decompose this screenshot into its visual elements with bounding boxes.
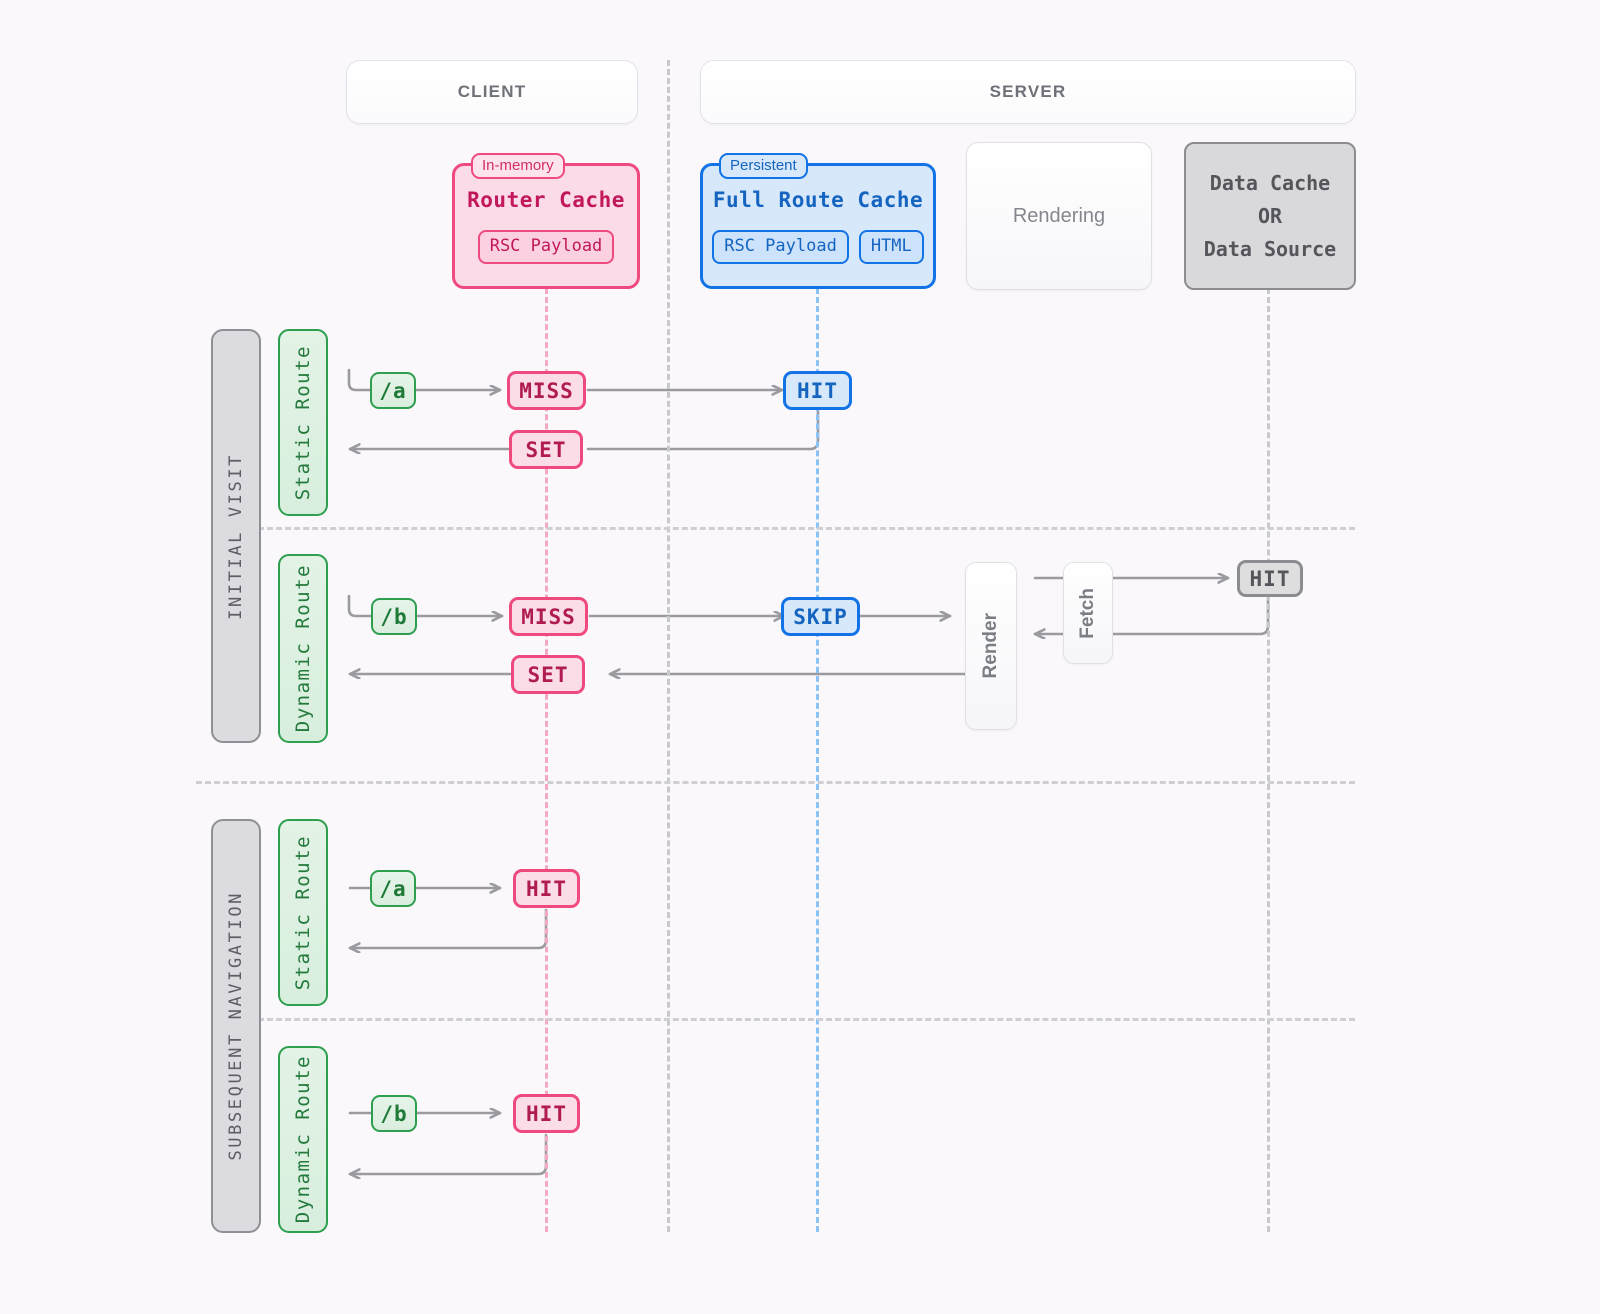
header-server: SERVER [700,60,1356,124]
lifeline-router-cache [545,288,548,1232]
route-chip-static-initial[interactable]: /a [370,372,416,409]
lifeline-data-source [1267,288,1270,1232]
row-separator-initial [240,527,1355,530]
lifeline-client-server-divider [667,60,670,1232]
entity-full-route-cache[interactable]: Persistent Full Route Cache RSC Payload … [700,153,936,289]
row-separator-subsequent [240,1018,1355,1021]
route-bar-dynamic-initial-label: Dynamic Route [292,564,314,733]
token-router-miss-row1-label: MISS [519,378,574,403]
token-router-hit-row4-label: HIT [526,1101,567,1126]
full-route-cache-badge: Persistent [719,153,808,179]
entity-rendering[interactable]: Rendering [966,142,1152,290]
router-cache-chip-rsc-payload: RSC Payload [477,230,615,264]
token-router-hit-row4[interactable]: HIT [513,1094,580,1133]
rendering-label: Rendering [1012,204,1106,227]
group-bar-subsequent-navigation-label: SUBSEQUENT NAVIGATION [226,891,246,1161]
route-bar-static-initial: Static Route [278,329,328,516]
full-route-cache-chip-html: HTML [858,230,924,264]
route-chip-static-initial-label: /a [379,378,407,403]
token-router-set-row1-label: SET [525,437,567,462]
token-router-hit-row3[interactable]: HIT [513,869,580,908]
token-full-route-hit-row1-label: HIT [797,378,838,403]
route-chip-static-subsequent[interactable]: /a [370,870,416,907]
token-router-miss-row2-label: MISS [521,604,576,629]
header-client: CLIENT [346,60,638,124]
group-bar-subsequent-navigation: SUBSEQUENT NAVIGATION [211,819,261,1233]
route-bar-static-subsequent-label: Static Route [292,834,314,991]
route-chip-dynamic-subsequent[interactable]: /b [371,1095,417,1132]
router-cache-badge: In-memory [471,153,565,179]
route-bar-dynamic-initial: Dynamic Route [278,554,328,743]
route-chip-dynamic-subsequent-label: /b [380,1101,408,1126]
route-chip-dynamic-initial[interactable]: /b [371,598,417,635]
route-bar-dynamic-subsequent: Dynamic Route [278,1046,328,1233]
token-router-set-row1[interactable]: SET [509,430,583,469]
stage-render: Render [965,562,1017,730]
full-route-cache-chip-rsc-payload: RSC Payload [712,230,849,264]
group-separator [196,781,1355,784]
token-full-route-skip-row2[interactable]: SKIP [781,597,860,636]
token-router-hit-row3-label: HIT [526,876,567,901]
token-full-route-hit-row1[interactable]: HIT [783,371,852,410]
route-bar-static-initial-label: Static Route [292,344,314,501]
group-bar-initial-visit-label: INITIAL VISIT [226,452,246,620]
router-cache-title: Router Cache [467,188,625,213]
header-server-label: SERVER [989,82,1067,101]
stage-fetch: Fetch [1063,562,1113,664]
token-router-set-row2-label: SET [527,662,569,687]
route-bar-static-subsequent: Static Route [278,819,328,1006]
lifeline-full-route-cache [816,288,819,1232]
token-data-hit-row2-label: HIT [1249,566,1291,591]
route-chip-dynamic-initial-label: /b [380,604,408,629]
token-router-miss-row1[interactable]: MISS [507,371,586,410]
data-source-line-2: OR [1257,203,1283,228]
entity-data-source[interactable]: Data Cache OR Data Source [1184,142,1356,290]
header-client-label: CLIENT [457,82,527,101]
stage-render-label: Render [980,613,1001,679]
data-source-line-1: Data Cache [1209,170,1331,195]
data-source-line-3: Data Source [1203,236,1337,261]
token-router-set-row2[interactable]: SET [511,655,585,694]
entity-router-cache[interactable]: In-memory Router Cache RSC Payload [452,153,640,289]
token-full-route-skip-row2-label: SKIP [793,604,848,629]
full-route-cache-title: Full Route Cache [712,188,924,213]
group-bar-initial-visit: INITIAL VISIT [211,329,261,743]
stage-fetch-label: Fetch [1077,587,1098,639]
route-chip-static-subsequent-label: /a [379,876,407,901]
token-router-miss-row2[interactable]: MISS [509,597,588,636]
token-data-hit-row2[interactable]: HIT [1237,560,1303,597]
route-bar-dynamic-subsequent-label: Dynamic Route [292,1055,314,1224]
